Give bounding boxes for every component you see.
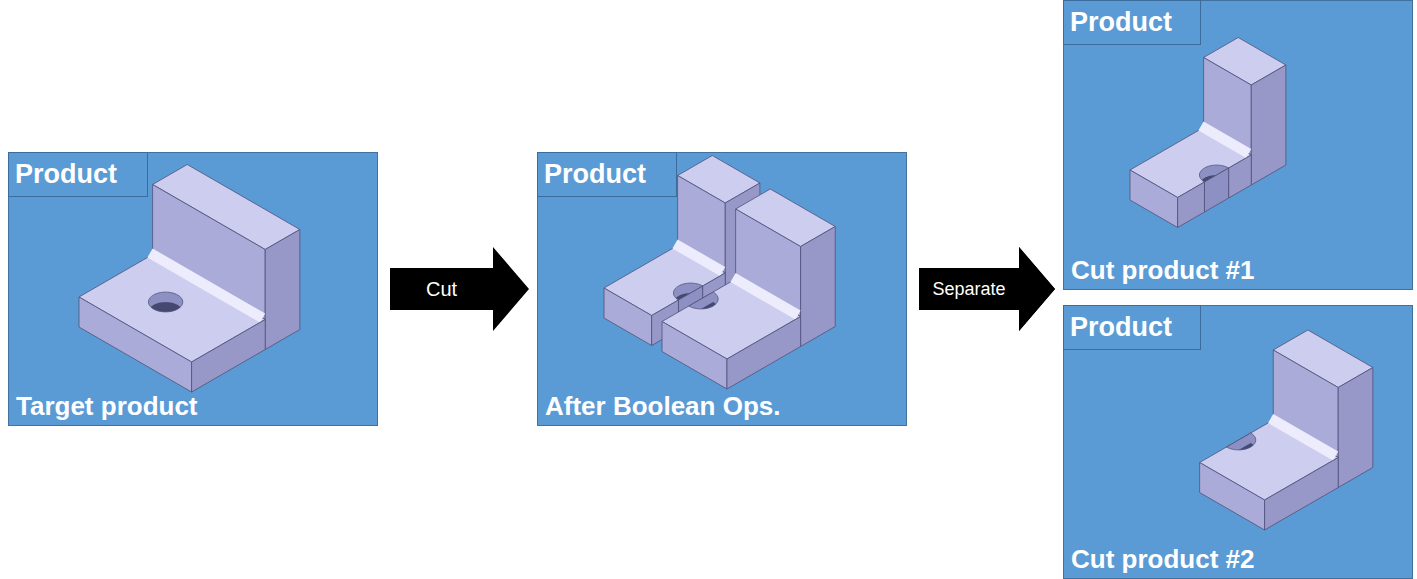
hole-shadow bbox=[148, 302, 182, 322]
base-top-face bbox=[79, 255, 265, 363]
wall-end-face bbox=[265, 230, 300, 350]
wall-end-face bbox=[801, 227, 836, 347]
hole bbox=[1226, 433, 1255, 460]
block-arrow bbox=[919, 247, 1055, 331]
panel-caption: Cut product #2 bbox=[1071, 544, 1254, 575]
panel-caption: After Boolean Ops. bbox=[545, 391, 780, 422]
fillet-band bbox=[1268, 414, 1338, 461]
cut-bracket-left bbox=[1130, 38, 1286, 228]
hole-shadow bbox=[1226, 443, 1255, 460]
base-end-face bbox=[652, 300, 679, 346]
panel-caption: Target product bbox=[16, 391, 198, 422]
product-label: Product bbox=[1070, 6, 1172, 38]
product-label: Product bbox=[1070, 311, 1172, 343]
base-end-face bbox=[1265, 458, 1339, 531]
hole-wall bbox=[148, 292, 182, 312]
hole-edge bbox=[1226, 433, 1255, 450]
base-front-face bbox=[1130, 170, 1178, 228]
arrow-label: Separate bbox=[930, 279, 1007, 300]
hole-wall bbox=[689, 292, 718, 309]
wall-top-face bbox=[153, 165, 300, 250]
panel-caption: Cut product #1 bbox=[1071, 255, 1254, 286]
product-tag: Product bbox=[1063, 0, 1201, 45]
base-end-face bbox=[1178, 182, 1205, 228]
product-panel: After Boolean Ops. Product bbox=[537, 152, 907, 426]
wall-front-face bbox=[736, 209, 801, 317]
hole-shadow bbox=[673, 293, 702, 310]
wall-top-face bbox=[1273, 330, 1373, 388]
product-panel: Cut product #1 Product bbox=[1063, 0, 1413, 290]
hole-edge bbox=[1199, 165, 1228, 182]
hole-shadow bbox=[689, 302, 718, 319]
split-bracket bbox=[604, 156, 835, 390]
wall-front-face bbox=[1204, 58, 1252, 156]
base-top-face bbox=[662, 279, 801, 359]
product-tag: Product bbox=[537, 152, 677, 197]
wall-top-face bbox=[1204, 38, 1286, 86]
hole-wall bbox=[1199, 165, 1228, 182]
product-tag: Product bbox=[8, 152, 148, 197]
hole-wall bbox=[1226, 433, 1255, 450]
product-panel: Cut product #2 Product bbox=[1063, 305, 1413, 579]
base-end-face bbox=[703, 273, 726, 316]
wall-top-face bbox=[678, 156, 760, 204]
wall-end-face bbox=[1338, 368, 1373, 488]
base-front-face bbox=[1200, 463, 1265, 531]
hole-edge bbox=[689, 292, 718, 309]
product-tag: Product bbox=[1063, 305, 1201, 350]
hole bbox=[148, 292, 182, 322]
base-end-face bbox=[1229, 155, 1252, 198]
hole bbox=[1199, 165, 1228, 192]
base-end-face bbox=[727, 317, 801, 390]
fillet-band bbox=[1198, 122, 1251, 159]
hole-notch bbox=[1204, 168, 1228, 212]
base-top-face bbox=[1200, 420, 1339, 500]
product-label: Product bbox=[15, 158, 117, 190]
hole-edge bbox=[673, 283, 702, 300]
arrow-label: Cut bbox=[424, 278, 459, 301]
product-label: Product bbox=[544, 158, 646, 190]
hole-notch bbox=[678, 286, 702, 330]
block-arrow bbox=[919, 247, 1055, 331]
fillet-band bbox=[730, 273, 800, 320]
hole-shadow bbox=[1199, 175, 1228, 192]
hole-wall bbox=[673, 283, 702, 300]
base-front-face bbox=[79, 297, 192, 392]
base-top-face bbox=[604, 246, 725, 316]
product-panel: Target product Product bbox=[8, 152, 378, 426]
wall-front-face bbox=[153, 185, 266, 320]
base-end-face bbox=[192, 320, 266, 393]
wall-end-face bbox=[1251, 65, 1286, 185]
wall-front-face bbox=[1273, 350, 1338, 458]
wall-top-face bbox=[736, 189, 836, 247]
wall-front-face bbox=[678, 176, 726, 274]
block-arrow bbox=[390, 247, 529, 331]
base-front-face bbox=[604, 288, 652, 346]
cut-bracket-right bbox=[1200, 330, 1373, 530]
base-front-face bbox=[662, 322, 727, 390]
hole bbox=[673, 283, 702, 310]
wall-end-face bbox=[725, 183, 760, 303]
fillet-band bbox=[672, 240, 725, 277]
base-top-face bbox=[1130, 128, 1251, 198]
hole-edge bbox=[148, 292, 182, 312]
hole bbox=[689, 292, 718, 319]
fillet-band bbox=[147, 249, 265, 323]
target-bracket bbox=[79, 165, 300, 393]
